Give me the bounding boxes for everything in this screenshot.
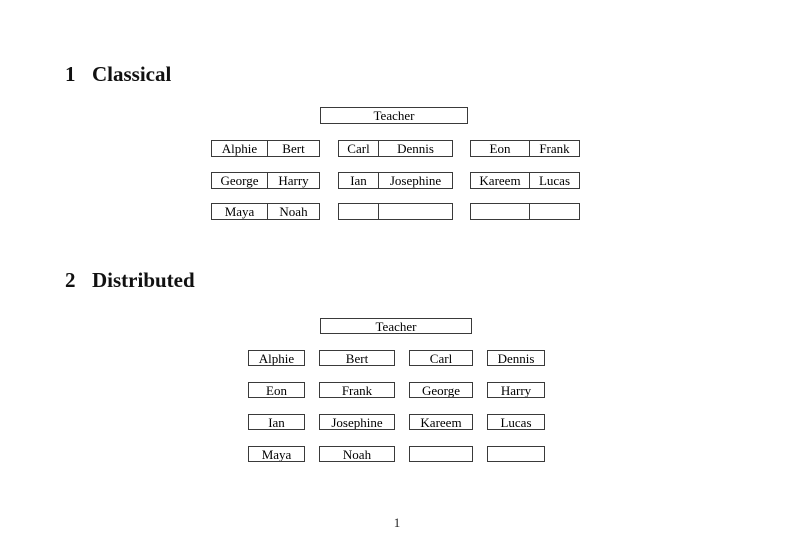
desk: Kareem Lucas bbox=[470, 172, 580, 189]
page-number: 1 bbox=[393, 515, 401, 530]
seat-box: Frank bbox=[319, 382, 395, 398]
section-number: 2 bbox=[65, 268, 76, 292]
seat-box: Carl bbox=[409, 350, 473, 366]
seat-box: George bbox=[409, 382, 473, 398]
section-heading-classical: 1 Classical bbox=[65, 64, 171, 85]
teacher-box-distributed: Teacher bbox=[320, 318, 472, 334]
desk-seat: Maya bbox=[212, 204, 268, 219]
desk-seat: Eon bbox=[471, 141, 530, 156]
desk: Maya Noah bbox=[211, 203, 320, 220]
desk-seat: Alphie bbox=[212, 141, 268, 156]
seat-box: Noah bbox=[319, 446, 395, 462]
desk-seat: Bert bbox=[282, 141, 305, 156]
desk: Eon Frank bbox=[470, 140, 580, 157]
teacher-box-classical: Teacher bbox=[320, 107, 468, 124]
seat-box: Lucas bbox=[487, 414, 545, 430]
section-title: Distributed bbox=[92, 268, 195, 292]
desk: George Harry bbox=[211, 172, 320, 189]
desk-seat: Lucas bbox=[538, 173, 571, 188]
seat-box: Ian bbox=[248, 414, 305, 430]
seat-box: Dennis bbox=[487, 350, 545, 366]
seat-box: Maya bbox=[248, 446, 305, 462]
desk-seat: Kareem bbox=[471, 173, 530, 188]
desk-seat: Noah bbox=[279, 204, 308, 219]
desk-seat: Ian bbox=[339, 173, 379, 188]
desk-seat-empty bbox=[379, 204, 452, 219]
desk-seat: Harry bbox=[278, 173, 309, 188]
seat-box: Kareem bbox=[409, 414, 473, 430]
desk-empty bbox=[470, 203, 580, 220]
seat-box: Eon bbox=[248, 382, 305, 398]
desk-seat-empty bbox=[339, 204, 379, 219]
desk-seat: Josephine bbox=[389, 173, 442, 188]
seat-box: Bert bbox=[319, 350, 395, 366]
desk-empty bbox=[338, 203, 453, 220]
desk-seat: Dennis bbox=[397, 141, 434, 156]
desk-seat: Frank bbox=[539, 141, 570, 156]
desk: Alphie Bert bbox=[211, 140, 320, 157]
seat-box: Josephine bbox=[319, 414, 395, 430]
section-title: Classical bbox=[92, 62, 172, 86]
seat-box: Alphie bbox=[248, 350, 305, 366]
desk-seat-empty bbox=[530, 204, 579, 219]
desk-seat: George bbox=[212, 173, 268, 188]
seat-box-empty bbox=[409, 446, 473, 462]
desk: Ian Josephine bbox=[338, 172, 453, 189]
desk-seat-empty bbox=[471, 204, 530, 219]
section-heading-distributed: 2 Distributed bbox=[65, 270, 195, 291]
desk: Carl Dennis bbox=[338, 140, 453, 157]
section-number: 1 bbox=[65, 62, 76, 86]
seat-box: Harry bbox=[487, 382, 545, 398]
seat-box-empty bbox=[487, 446, 545, 462]
desk-seat: Carl bbox=[339, 141, 379, 156]
